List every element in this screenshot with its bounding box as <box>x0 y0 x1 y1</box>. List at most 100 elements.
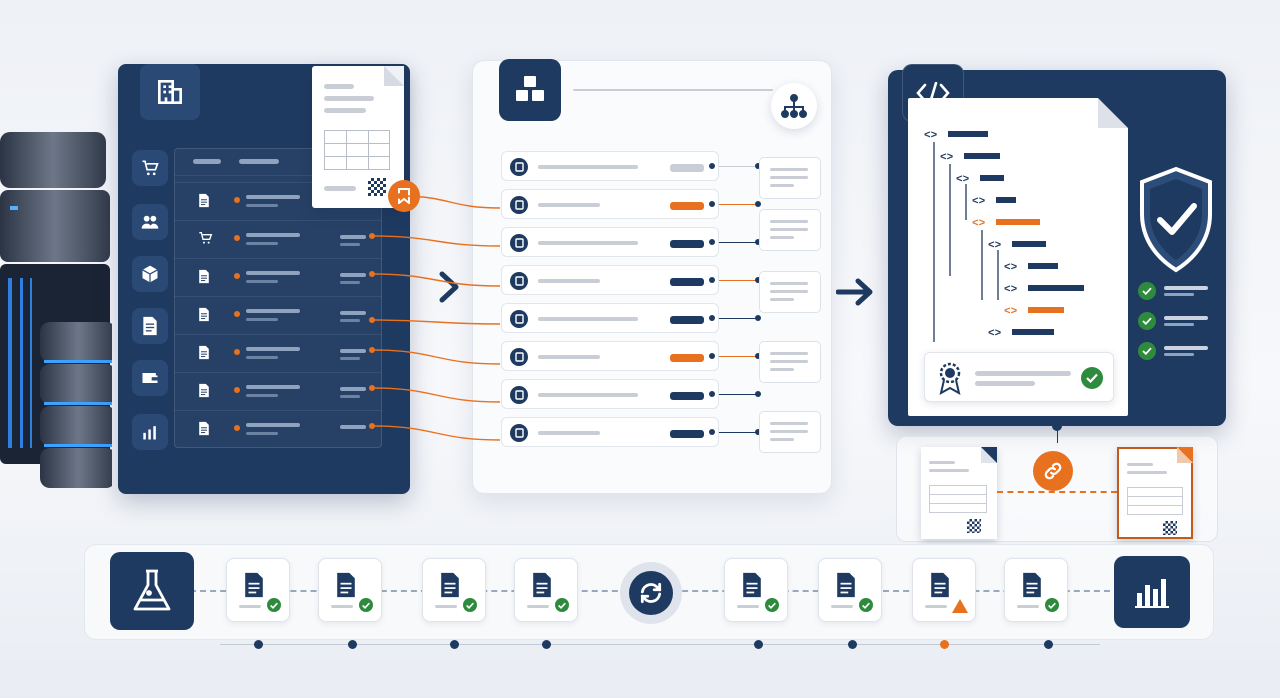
step-label <box>925 605 947 608</box>
mapping-row[interactable] <box>501 303 719 333</box>
cart-icon[interactable] <box>132 150 168 186</box>
erp-table-row[interactable] <box>174 372 382 410</box>
pipeline-dot <box>1044 640 1053 649</box>
mapping-row[interactable] <box>501 151 719 181</box>
linked-doc-left <box>921 447 997 539</box>
svg-text:<>: <> <box>972 218 986 230</box>
chain-link-icon <box>1033 451 1073 491</box>
check-label <box>1164 316 1208 320</box>
field-tag <box>670 202 704 210</box>
mapping-connector <box>719 166 757 167</box>
row-status-dot <box>234 425 240 431</box>
erp-table-row[interactable] <box>174 334 382 372</box>
mapping-row[interactable] <box>501 227 719 257</box>
connector-end-dot <box>755 239 761 245</box>
document-icon[interactable] <box>132 308 168 344</box>
row-text <box>246 233 300 237</box>
document-icon <box>1021 571 1043 604</box>
flask-icon <box>110 552 194 630</box>
row-subtext <box>246 204 278 207</box>
invoice-document <box>312 66 404 208</box>
pipeline-step[interactable] <box>724 558 788 622</box>
mapping-connector <box>719 394 757 395</box>
svg-text:<>: <> <box>988 328 1002 340</box>
row-subtext <box>246 394 278 397</box>
document-icon <box>335 571 357 604</box>
connector-dot <box>709 277 715 283</box>
document-icon <box>243 571 265 604</box>
connector-end-dot <box>755 429 761 435</box>
target-field-card[interactable] <box>759 209 821 251</box>
target-field-card[interactable] <box>759 341 821 383</box>
pipeline-dot <box>848 640 857 649</box>
pipeline-dot <box>754 640 763 649</box>
users-icon[interactable] <box>132 204 168 240</box>
connector-dot <box>709 429 715 435</box>
row-value <box>340 387 366 391</box>
pipeline-step[interactable] <box>912 558 976 622</box>
field-tag <box>670 278 704 286</box>
mapping-connector <box>719 280 757 281</box>
mapping-connector <box>719 204 757 205</box>
check-icon <box>359 598 373 612</box>
erp-table-row[interactable] <box>174 220 382 258</box>
field-icon <box>510 234 528 252</box>
field-label <box>538 241 638 245</box>
target-field-card[interactable] <box>759 411 821 453</box>
wallet-icon[interactable] <box>132 360 168 396</box>
building-icon <box>140 64 200 120</box>
check-icon <box>1138 312 1156 330</box>
pipeline-step[interactable] <box>514 558 578 622</box>
mapping-row[interactable] <box>501 189 719 219</box>
field-tag <box>670 316 704 324</box>
check-icon <box>1138 342 1156 360</box>
connector-dot <box>709 163 715 169</box>
check-icon <box>859 598 873 612</box>
mapping-row[interactable] <box>501 417 719 447</box>
row-status-dot <box>234 273 240 279</box>
shield-check-icon <box>1140 166 1212 273</box>
check-sublabel <box>1164 293 1194 296</box>
field-label <box>538 165 638 169</box>
chart-icon[interactable] <box>132 414 168 450</box>
mapping-panel <box>472 59 832 494</box>
sync-icon[interactable] <box>620 562 682 624</box>
step-label <box>239 605 261 608</box>
row-subtext <box>246 356 278 359</box>
target-field-card[interactable] <box>759 157 821 199</box>
svg-text:<>: <> <box>1004 284 1018 296</box>
erp-table-row[interactable] <box>174 410 382 448</box>
pipeline-step[interactable] <box>818 558 882 622</box>
row-text <box>246 309 300 313</box>
pipeline-dot <box>348 640 357 649</box>
step-label <box>331 605 353 608</box>
check-label <box>1164 346 1208 350</box>
check-sublabel <box>1164 353 1194 356</box>
pipeline-step[interactable] <box>318 558 382 622</box>
connector-end-dot <box>755 315 761 321</box>
arrow-right-icon <box>439 271 459 303</box>
pipeline-step[interactable] <box>422 558 486 622</box>
mapping-row[interactable] <box>501 379 719 409</box>
mapping-row[interactable] <box>501 265 719 295</box>
check-icon <box>555 598 569 612</box>
connector-end-dot <box>755 391 761 397</box>
pipeline-step[interactable] <box>1004 558 1068 622</box>
erp-table-row[interactable] <box>174 296 382 334</box>
mapping-row[interactable] <box>501 341 719 371</box>
step-label <box>737 605 759 608</box>
check-icon <box>765 598 779 612</box>
box-icon[interactable] <box>132 256 168 292</box>
target-field-card[interactable] <box>759 271 821 313</box>
field-icon <box>510 272 528 290</box>
row-value <box>340 235 366 239</box>
row-value <box>340 349 366 353</box>
field-label <box>538 355 600 359</box>
pipeline-step[interactable] <box>226 558 290 622</box>
check-icon <box>1138 282 1156 300</box>
erp-table-row[interactable] <box>174 258 382 296</box>
erp-panel <box>118 64 410 494</box>
arrow-right-icon-2 <box>836 278 873 306</box>
field-icon <box>510 348 528 366</box>
field-tag <box>670 392 704 400</box>
